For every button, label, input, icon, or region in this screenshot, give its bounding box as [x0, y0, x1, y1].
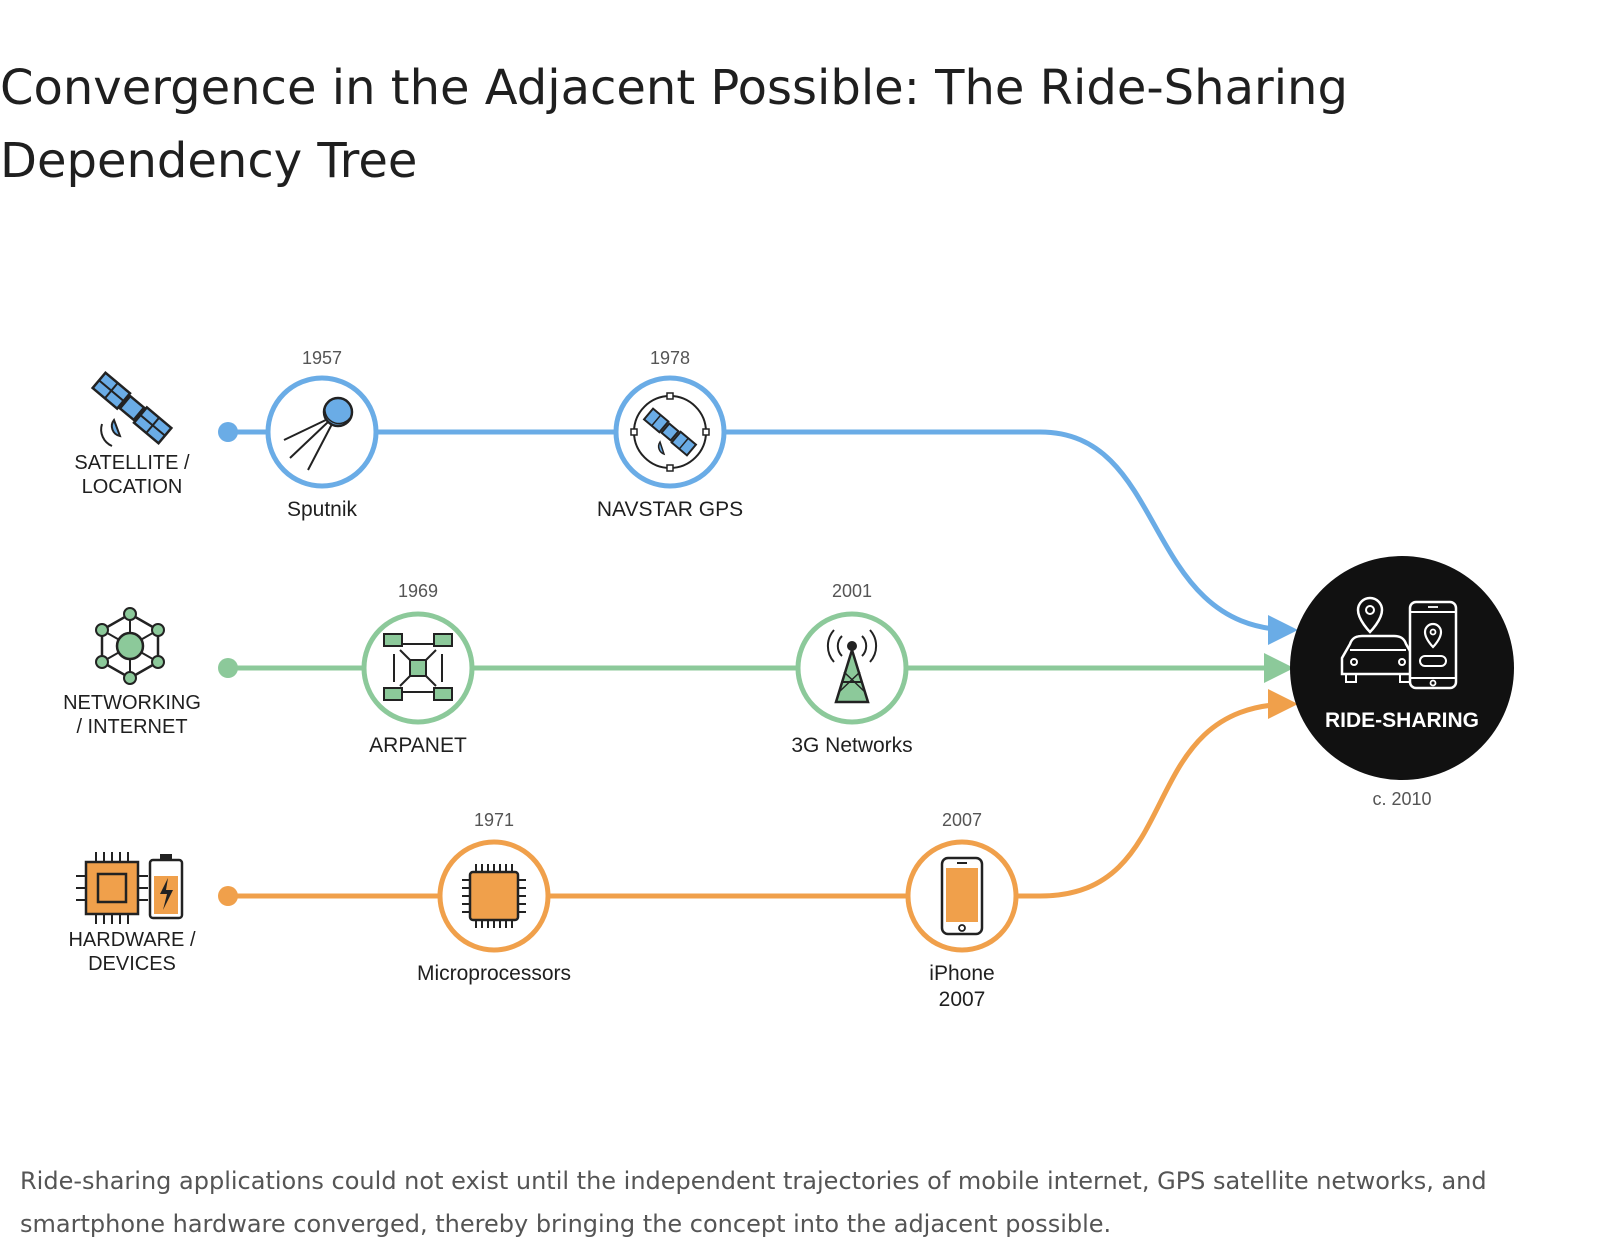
node-name: ARPANET [369, 734, 467, 757]
node-name: NAVSTAR GPS [597, 498, 743, 521]
dependency-diagram: SATELLITE / LOCATION NETWORKING / INTERN… [63, 348, 1514, 1011]
node-year: 1978 [650, 348, 690, 368]
node-year: 2001 [832, 581, 872, 601]
satellite-track-line [228, 429, 1298, 645]
node-year: 1971 [474, 810, 514, 830]
car-phone-location-icon [1340, 596, 1458, 690]
hub-date: c. 2010 [1372, 789, 1431, 809]
node-year: 2007 [942, 810, 982, 830]
node-navstar-gps: 1978 NAVSTAR GPS [597, 348, 743, 521]
figure-caption: Ride-sharing applications could not exis… [20, 1167, 1487, 1238]
node-arparnet: 1969 ARPANET [361, 581, 475, 757]
node-name: 3G Networks [791, 734, 912, 757]
node-year: 1969 [398, 581, 438, 601]
page-title: Convergence in the Adjacent Possible: Th… [0, 60, 1348, 189]
hub-label: RIDE-SHARING [1325, 709, 1479, 732]
node-microprocessors: 1971 Microprocessors [417, 810, 571, 985]
hardware-track-line [228, 689, 1298, 899]
gps-satellite-icon [630, 392, 710, 472]
satellite-icon [90, 370, 174, 447]
hardware-track-start-dot [218, 886, 238, 906]
microchip-icon [462, 864, 526, 928]
satellite-track-start-dot [218, 422, 238, 442]
smartphone-icon [940, 856, 984, 936]
node-name-line2: 2007 [939, 988, 986, 1011]
hardware-track-label-line1: HARDWARE / [68, 929, 195, 951]
node-name: iPhone [929, 962, 994, 985]
cell-tower-icon [826, 629, 878, 704]
node-3g-networks: 2001 3G Networks [791, 581, 912, 757]
satellite-track-label-line2: LOCATION [82, 476, 183, 498]
hardware-track-label-line2: DEVICES [88, 953, 176, 975]
chip-battery-icon [76, 852, 184, 924]
arpanet-icon [383, 633, 453, 701]
ride-sharing-hub: RIDE-SHARING c. 2010 [1290, 556, 1514, 809]
satellite-track-label-line1: SATELLITE / [74, 452, 190, 474]
node-year: 1957 [302, 348, 342, 368]
sputnik-icon [283, 396, 354, 471]
node-name: Microprocessors [417, 962, 571, 985]
networking-track-label-line2: / INTERNET [76, 716, 187, 738]
network-hub-icon [95, 607, 165, 685]
node-iphone: 2007 iPhone 2007 [905, 810, 1019, 1011]
networking-track-label-line1: NETWORKING [63, 692, 201, 714]
networking-track-start-dot [218, 658, 238, 678]
node-name: Sputnik [287, 498, 358, 521]
node-sputnik: 1957 Sputnik [265, 348, 379, 521]
